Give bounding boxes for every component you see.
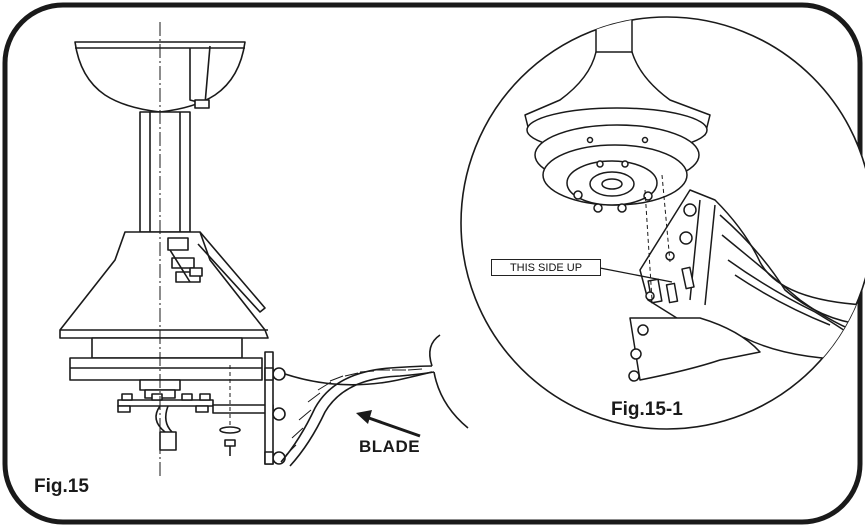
blade-shape xyxy=(280,334,469,467)
blade-arrow xyxy=(356,410,421,438)
blade-label: BLADE xyxy=(359,437,421,456)
fan-motor-assembly xyxy=(59,41,286,465)
this-side-up-label: THIS SIDE UP xyxy=(491,259,601,276)
figure-label-fig15: Fig.15 xyxy=(34,476,89,497)
figure-label-fig15-1: Fig.15-1 xyxy=(611,399,683,420)
